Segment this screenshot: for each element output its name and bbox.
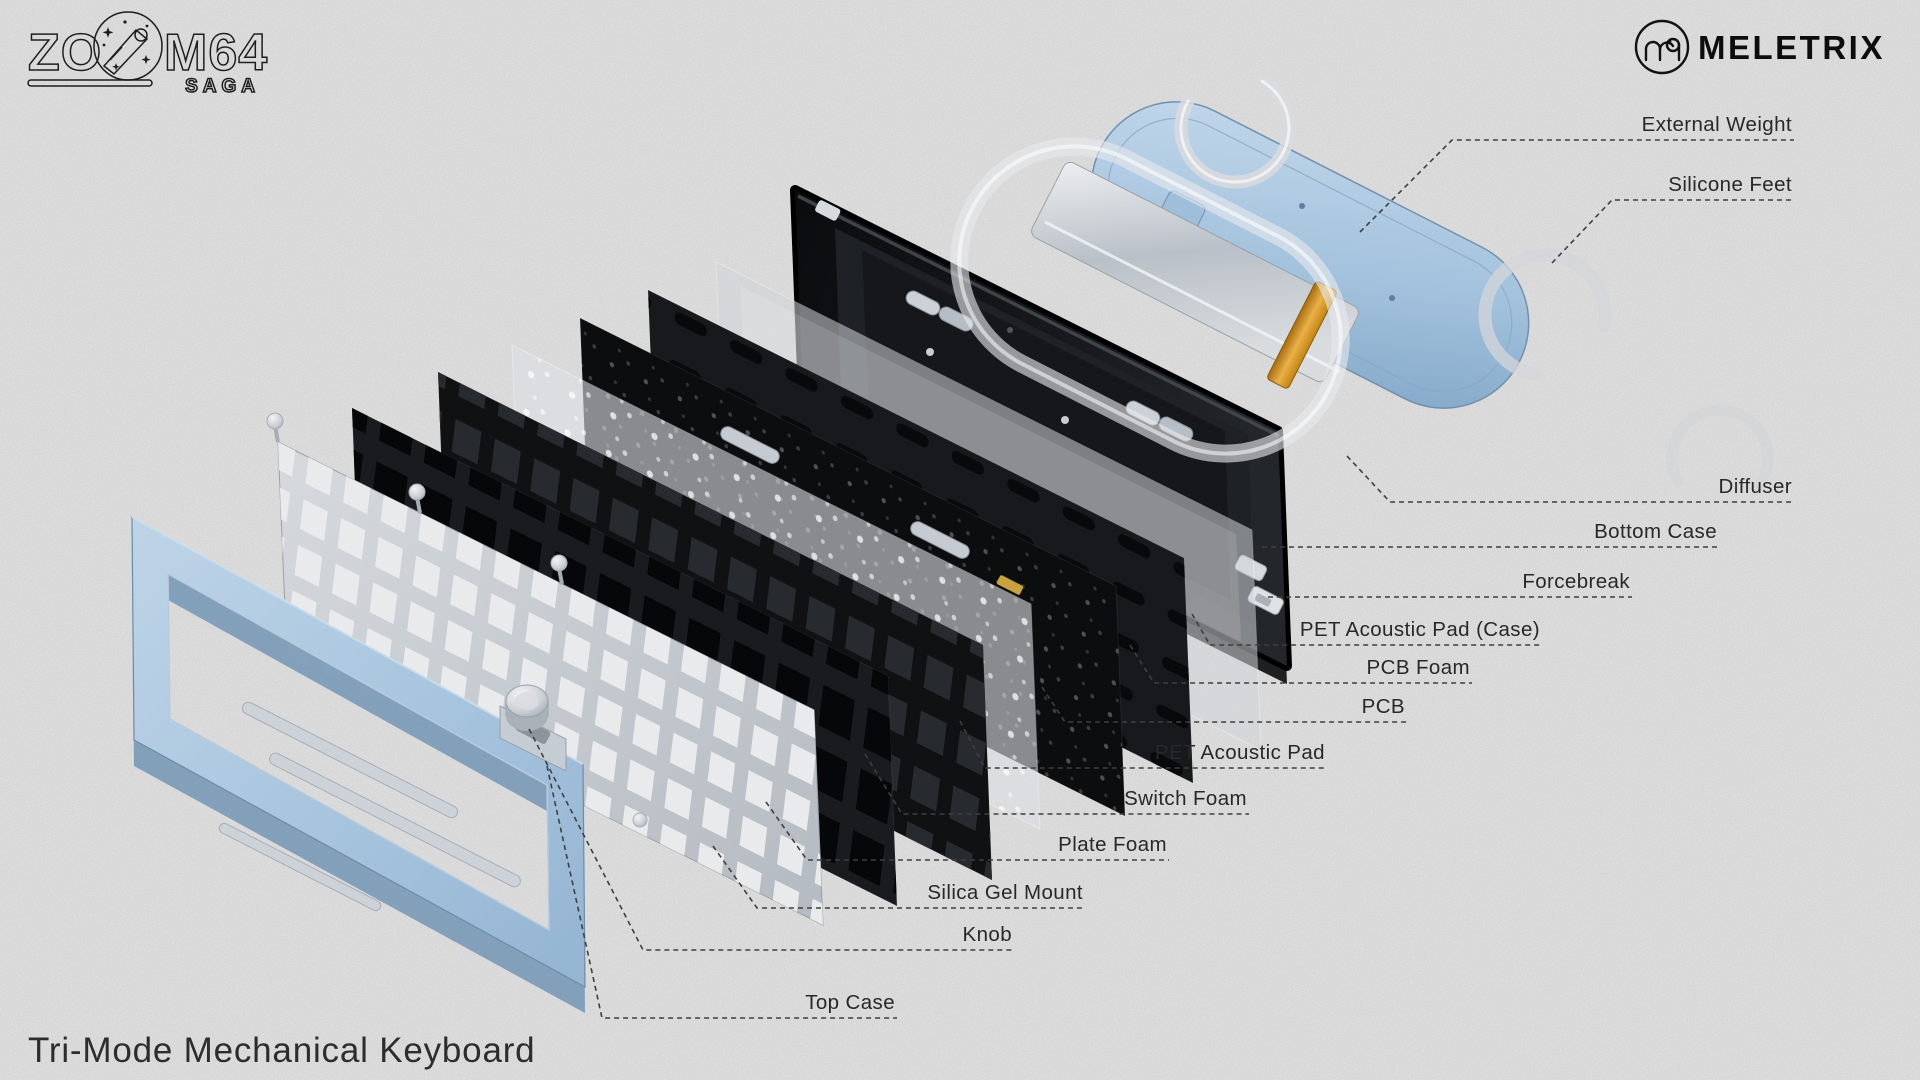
part-top-case bbox=[131, 515, 586, 1013]
leader-top-case: Top Case bbox=[546, 765, 897, 1019]
leader-silicone-feet: Silicone Feet bbox=[1551, 173, 1794, 264]
part-label-silica-gel-mount: Silica Gel Mount bbox=[927, 881, 1083, 904]
brand-name: MELETRIX bbox=[1698, 29, 1885, 66]
leader-pet-acoustic-pad: PET Acoustic Pad bbox=[959, 720, 1327, 769]
leader-bottom-case: Bottom Case bbox=[1262, 520, 1719, 548]
part-silicone-feet bbox=[1174, 67, 1774, 512]
star-icons bbox=[102, 20, 151, 71]
logo-text-left: ZO bbox=[28, 24, 102, 82]
part-label-pcb: PCB bbox=[1362, 695, 1405, 718]
leader-switch-foam: Switch Foam bbox=[864, 753, 1249, 815]
product-logo: ZO M64 SAGA bbox=[27, 11, 268, 98]
part-label-forcebreak: Forcebreak bbox=[1522, 570, 1630, 593]
part-label-external-weight: External Weight bbox=[1642, 113, 1792, 136]
part-silica-gel-mount bbox=[218, 412, 824, 926]
logo-text-right: M64 bbox=[164, 24, 268, 82]
part-label-pcb-foam: PCB Foam bbox=[1367, 656, 1470, 679]
gasket-rails bbox=[218, 701, 521, 912]
leader-pcb: PCB bbox=[1041, 686, 1407, 723]
leader-pet-acoustic-pad-case: PET Acoustic Pad (Case) bbox=[1191, 613, 1542, 646]
part-label-pet-acoustic-pad: PET Acoustic Pad bbox=[1155, 741, 1325, 764]
leader-diffuser: Diffuser bbox=[1346, 455, 1794, 503]
brand-logo: MELETRIX bbox=[1634, 19, 1885, 75]
part-diffuser bbox=[950, 137, 1350, 463]
leader-forcebreak: Forcebreak bbox=[1268, 570, 1632, 598]
part-label-bottom-case: Bottom Case bbox=[1594, 520, 1717, 543]
annotations: External Weight Silicone Feet Diffuser B… bbox=[528, 113, 1794, 1019]
logo-emblem bbox=[93, 11, 163, 81]
telescope-icon bbox=[102, 28, 149, 76]
leader-external-weight: External Weight bbox=[1359, 113, 1794, 233]
part-label-silicone-feet: Silicone Feet bbox=[1668, 173, 1792, 196]
part-label-switch-foam: Switch Foam bbox=[1124, 787, 1247, 810]
part-knob bbox=[499, 684, 567, 772]
logo-sub-text: SAGA bbox=[185, 76, 260, 97]
leader-knob: Knob bbox=[528, 728, 1014, 951]
page-title: Tri-Mode Mechanical Keyboard bbox=[28, 1031, 535, 1070]
part-label-diffuser: Diffuser bbox=[1719, 475, 1792, 498]
leader-pcb-foam: PCB Foam bbox=[1129, 644, 1472, 684]
logo-underline bbox=[27, 79, 153, 87]
part-label-knob: Knob bbox=[963, 923, 1012, 946]
leader-plate-foam: Plate Foam bbox=[765, 801, 1169, 861]
part-label-plate-foam: Plate Foam bbox=[1058, 833, 1167, 856]
leader-silica-gel-mount: Silica Gel Mount bbox=[712, 845, 1085, 909]
part-label-pet-acoustic-pad-case: PET Acoustic Pad (Case) bbox=[1300, 618, 1540, 641]
meletrix-icon bbox=[1634, 19, 1690, 75]
part-label-top-case: Top Case bbox=[805, 991, 895, 1014]
